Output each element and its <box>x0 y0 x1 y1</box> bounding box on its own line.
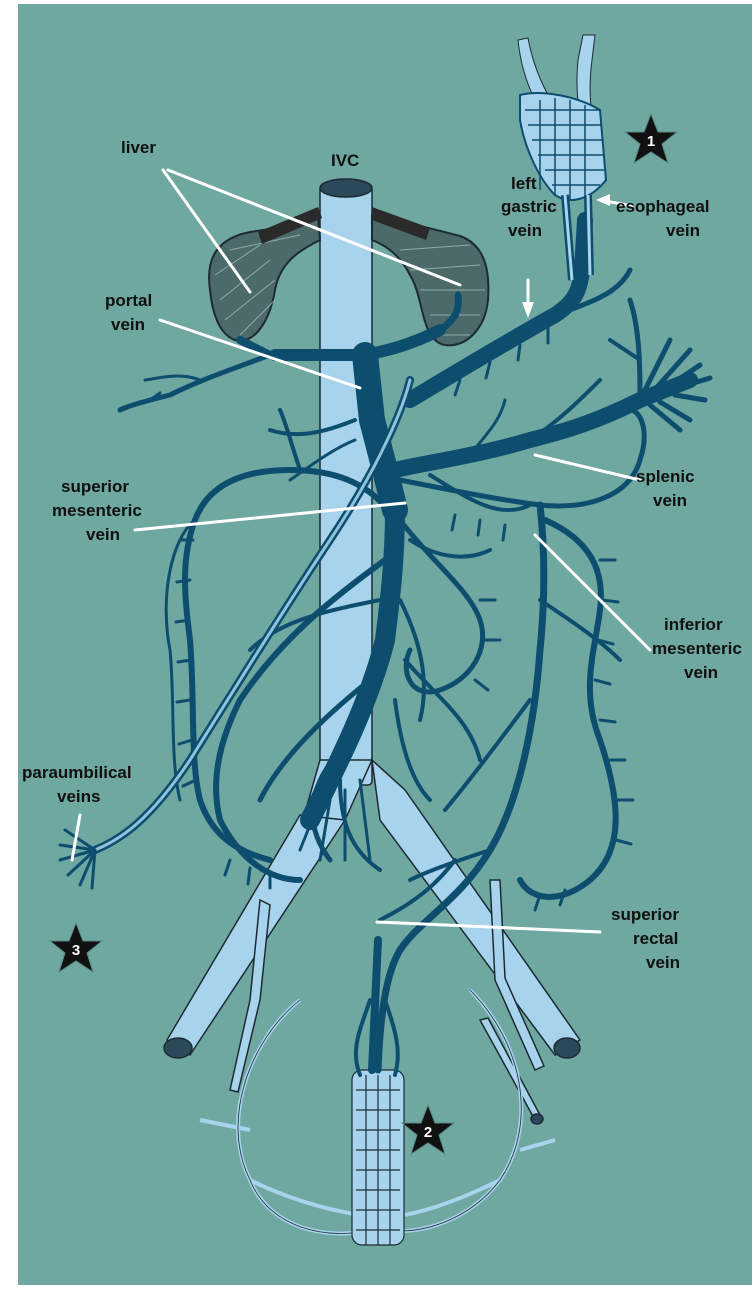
liver-right-lobe <box>372 215 488 345</box>
right-pelvic-branch <box>480 1018 540 1120</box>
label-splenic-2: vein <box>653 491 687 510</box>
right-iliac-opening <box>554 1038 580 1058</box>
marker-star-1: 1 <box>625 114 677 163</box>
marker-star-3: 3 <box>50 923 102 972</box>
rectal-plexus <box>352 1070 404 1245</box>
label-superior-mesenteric-2: mesenteric <box>52 501 142 520</box>
label-ivc: IVC <box>331 151 359 170</box>
label-left-gastric-1: left <box>511 174 537 193</box>
label-inferior-mesenteric-2: mesenteric <box>652 639 742 658</box>
label-superior-mesenteric-3: vein <box>86 525 120 544</box>
label-portal-2: vein <box>111 315 145 334</box>
marker-star-2: 2 <box>402 1105 454 1154</box>
marker-3-number: 3 <box>72 942 80 959</box>
label-superior-rectal-3: vein <box>646 953 680 972</box>
label-superior-rectal-2: rectal <box>633 929 678 948</box>
label-left-gastric-3: vein <box>508 221 542 240</box>
splenic-leader <box>535 455 640 480</box>
portal-system <box>120 220 710 1075</box>
label-superior-mesenteric-1: superior <box>61 477 129 496</box>
label-esophageal-2: vein <box>666 221 700 240</box>
label-inferior-mesenteric-1: inferior <box>664 615 723 634</box>
portal-venous-system-diagram: liver IVC left gastric vein esophageal v… <box>18 4 752 1285</box>
im-leader <box>535 535 650 650</box>
label-paraumbilical-2: veins <box>57 787 100 806</box>
liver-leader-1 <box>163 170 250 292</box>
marker-1-number: 1 <box>647 133 655 150</box>
label-esophageal-1: esophageal <box>616 197 710 216</box>
labels: liver IVC left gastric vein esophageal v… <box>22 138 742 972</box>
label-left-gastric-2: gastric <box>501 197 557 216</box>
label-portal-1: portal <box>105 291 152 310</box>
label-liver: liver <box>121 138 156 157</box>
label-superior-rectal-1: superior <box>611 905 679 924</box>
marker-2-number: 2 <box>424 1124 432 1141</box>
diagram-canvas: liver IVC left gastric vein esophageal v… <box>18 4 752 1285</box>
esophageal-plexus <box>518 35 606 280</box>
label-paraumbilical-1: paraumbilical <box>22 763 132 782</box>
label-splenic-1: splenic <box>636 467 695 486</box>
label-inferior-mesenteric-3: vein <box>684 663 718 682</box>
left-iliac-opening <box>164 1038 192 1058</box>
ivc-opening <box>320 179 372 197</box>
